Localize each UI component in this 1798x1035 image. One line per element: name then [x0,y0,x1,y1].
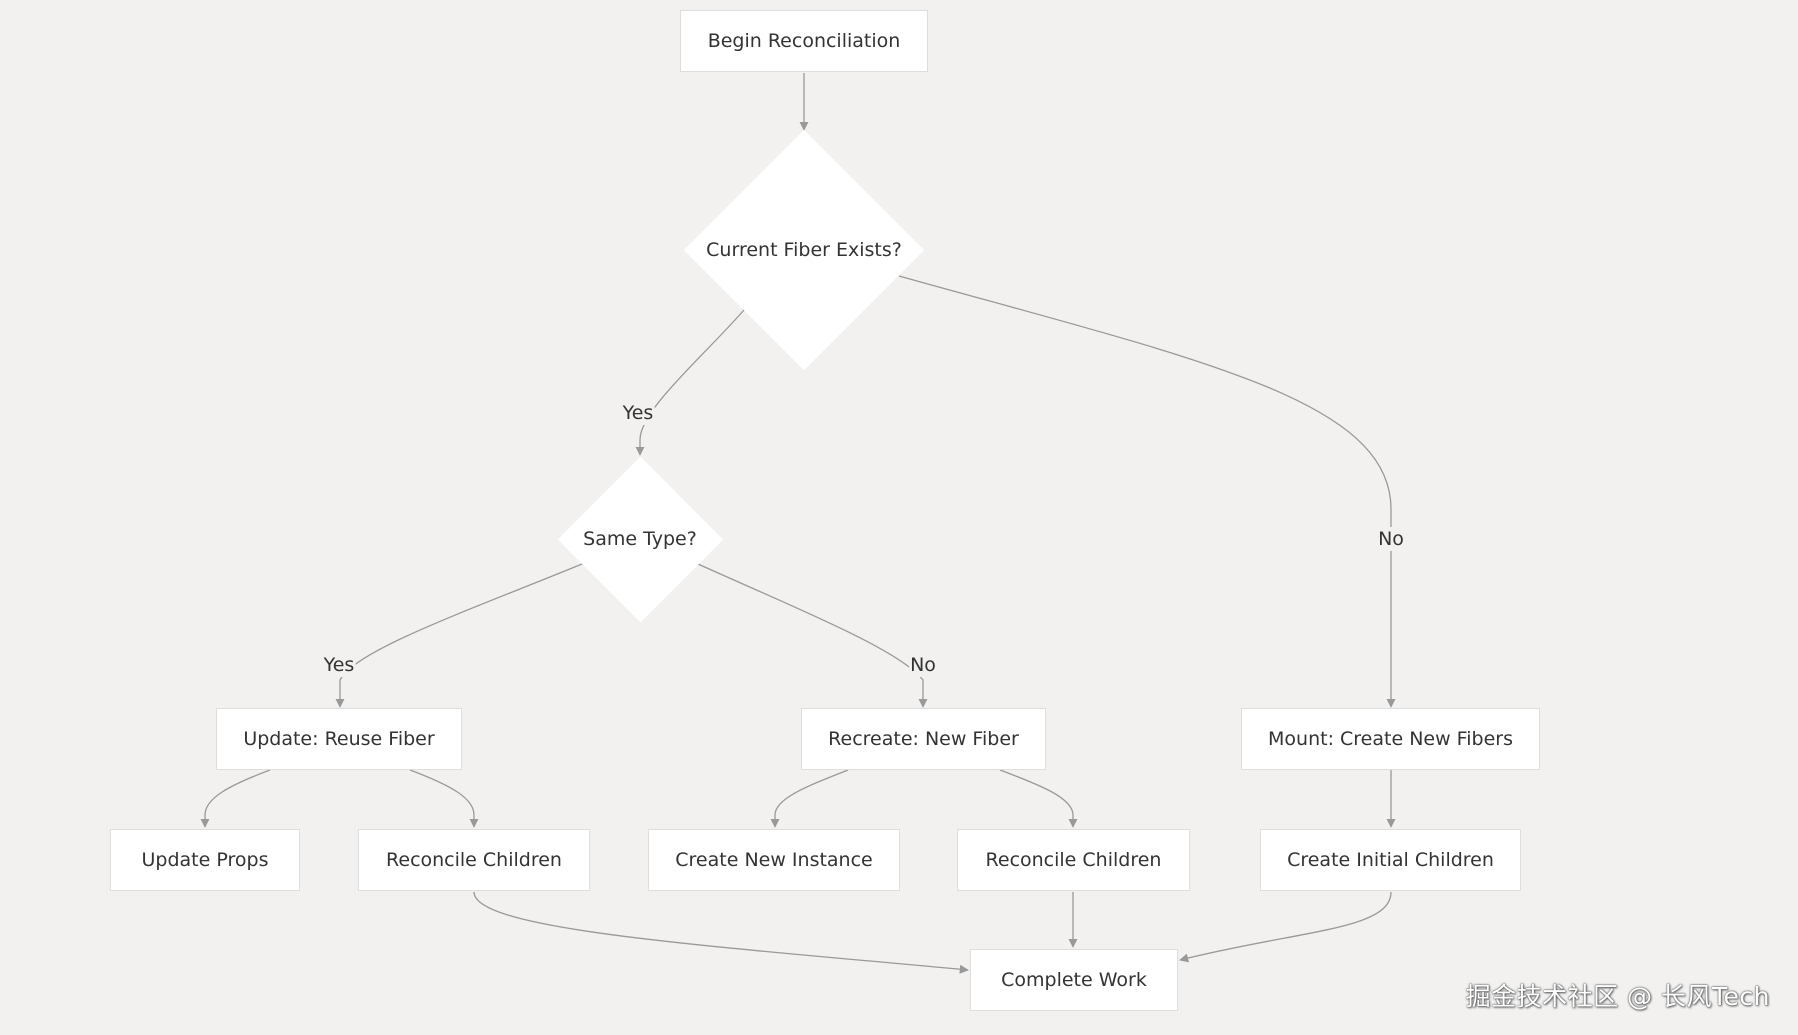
node-label: Update Props [141,849,269,871]
edge-same-no [697,563,928,708]
node-label: Create New Instance [675,849,873,871]
node-create-new-instance: Create New Instance [648,829,900,891]
edge-label-no: No [1377,527,1405,551]
decision-label: Same Type? [583,528,697,550]
edge-label-yes: Yes [621,401,655,425]
edge-label-yes: Yes [322,653,356,677]
node-mount-create-new-fibers: Mount: Create New Fibers [1241,708,1540,770]
edge-reconcile1-to-complete [473,891,969,974]
decision-fiber-exists: Current Fiber Exists? [683,129,925,371]
node-label: Begin Reconciliation [707,30,901,52]
decision-label: Current Fiber Exists? [706,239,902,261]
edge-initial-to-complete [1179,891,1392,963]
node-update-reuse-fiber: Update: Reuse Fiber [216,708,462,770]
node-label: Reconcile Children [386,849,562,871]
node-label: Create Initial Children [1287,849,1494,871]
node-label: Update: Reuse Fiber [243,728,435,750]
node-reconcile-children: Reconcile Children [358,829,590,891]
decision-same-type: Same Type? [555,456,725,622]
node-recreate-new-fiber: Recreate: New Fiber [801,708,1046,770]
edge-recreate-to-reconcile [999,769,1078,828]
node-update-props: Update Props [110,829,300,891]
edge-update-to-reconcile [409,769,479,828]
edge-exists-no [898,275,1396,708]
node-create-initial-children: Create Initial Children [1260,829,1521,891]
edge-recreate-to-instance [770,769,849,828]
node-label: Mount: Create New Fibers [1268,728,1513,750]
watermark: 掘金技术社区 @ 长风Tech [1465,982,1770,1011]
node-reconcile-children: Reconcile Children [957,829,1190,891]
node-label: Complete Work [1001,969,1147,991]
edge-same-yes [335,563,583,708]
edge-label-no: No [909,653,937,677]
node-begin-reconciliation: Begin Reconciliation [680,10,928,72]
edge-update-to-props [200,769,271,828]
node-complete-work: Complete Work [970,949,1178,1011]
node-label: Reconcile Children [985,849,1162,871]
node-label: Recreate: New Fiber [828,728,1019,750]
edge-exists-yes [635,309,745,456]
